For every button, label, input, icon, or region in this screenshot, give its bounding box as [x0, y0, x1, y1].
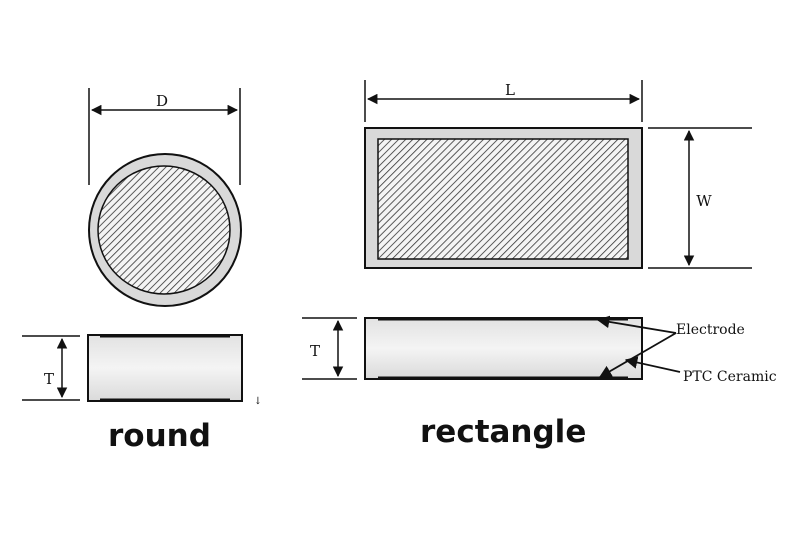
round-diameter-label: D	[156, 92, 168, 110]
rectangle-length-label: L	[505, 81, 515, 99]
rectangle-width-dimension: W	[648, 127, 752, 269]
rectangle-side-view	[364, 317, 643, 380]
rectangle-length-dimension: L	[364, 80, 643, 122]
round-diameter-dimension: D	[88, 88, 241, 185]
ptc-ceramic-label: PTC Ceramic	[683, 369, 777, 385]
electrode-label: Electrode	[676, 322, 745, 338]
round-thickness-label: T	[44, 370, 54, 388]
stray-mark: ↓	[254, 396, 262, 407]
rectangle-top-view	[364, 127, 643, 269]
round-caption: round	[108, 418, 211, 454]
rectangle-thickness-label: T	[310, 342, 320, 360]
electrode-leader	[596, 315, 677, 378]
round-thickness-dimension: T	[22, 335, 80, 401]
round-side-view	[87, 334, 243, 402]
rectangle-caption: rectangle	[420, 414, 587, 450]
rectangle-thickness-dimension: T	[302, 317, 357, 380]
rectangle-width-label: W	[696, 192, 712, 210]
ceramic-leader	[624, 356, 681, 373]
round-top-view	[88, 153, 242, 307]
